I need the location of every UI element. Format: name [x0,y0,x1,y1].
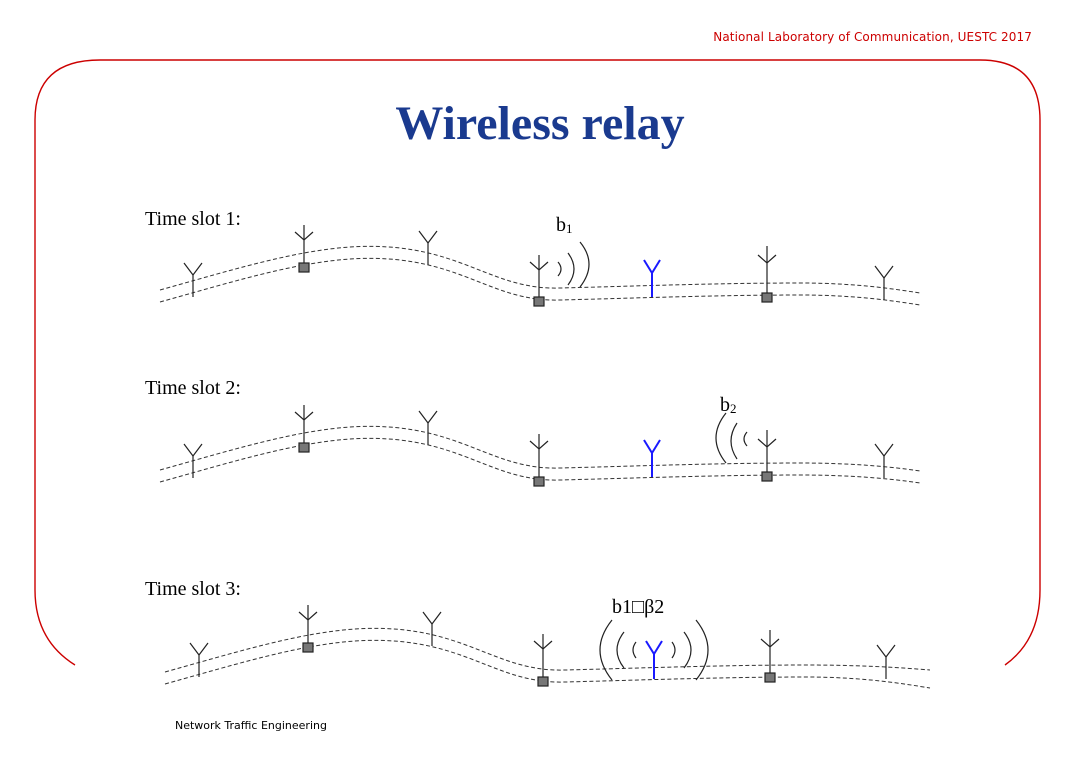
relay-antenna [645,640,663,679]
antenna [189,642,209,677]
antenna [418,230,438,265]
base-station [533,634,553,687]
slot-1-label: Time slot 1: [145,208,241,230]
signal-waves [557,241,590,288]
slide-frame [34,59,1041,666]
road-line-lower [159,257,921,306]
footer-note: Network Traffic Engineering [175,719,327,732]
slot-2-diagram [159,405,921,487]
base-station [757,246,777,303]
slot-3-label: Time slot 3: [145,578,241,600]
antenna [874,265,894,300]
slide-title: Wireless relay [395,97,685,150]
road-line-upper [164,627,931,673]
road-line-lower [159,437,921,484]
antenna [183,262,203,297]
base-station [529,255,549,307]
slot-3-signal-label: b1□β2 [612,596,665,618]
antenna [183,443,203,478]
header-note: National Laboratory of Communication, UE… [713,30,1032,44]
base-station [757,430,777,482]
road-line-lower [164,639,931,689]
base-station [294,405,314,453]
slot-2-label: Time slot 2: [145,377,241,399]
antenna [876,644,896,679]
slot-1-signal-label: b1 [556,214,573,236]
signal-waves [715,412,748,464]
relay-antenna [643,439,661,477]
antenna [874,443,894,478]
signal-waves [599,619,709,681]
road-line-upper [159,425,921,472]
relay-antenna [643,259,661,297]
slot-2-signal-label: b2 [720,394,737,416]
slot-1-diagram [159,225,921,307]
base-station [760,630,780,683]
antenna [418,410,438,445]
base-station [529,434,549,487]
base-station [294,225,314,273]
road-line-upper [159,245,921,294]
antenna [422,611,442,646]
base-station [298,605,318,653]
slot-3-diagram [164,605,931,689]
